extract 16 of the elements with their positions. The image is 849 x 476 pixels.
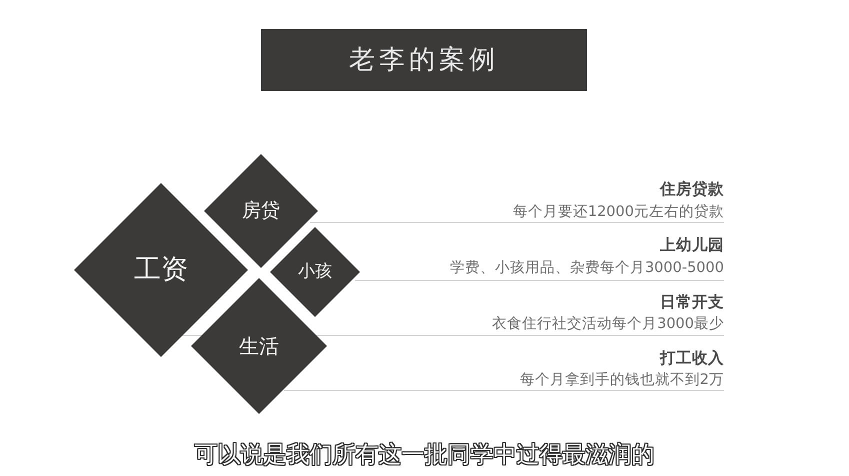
title-banner: 老李的案例 [261, 29, 587, 91]
diamond-label: 生活 [239, 335, 279, 357]
item-heading: 上幼儿园 [660, 236, 724, 254]
item-heading: 打工收入 [660, 348, 724, 368]
item-heading: 日常开支 [660, 292, 724, 312]
diamond-label: 工资 [134, 255, 188, 285]
diamond-label: 房贷 [242, 200, 280, 222]
item-description: 衣食住行社交活动每个月3000最少 [492, 316, 724, 332]
item-description: 每个月要还12000元左右的贷款 [512, 204, 724, 220]
item-description: 每个月拿到手的钱也就不到2万 [520, 372, 724, 388]
diamond [270, 227, 360, 317]
diamond [191, 278, 327, 414]
diamond-label: 小孩 [298, 262, 332, 282]
item-description: 学费、小孩用品、杂费每个月3000-5000 [450, 260, 724, 276]
subtitle-text: 可以说是我们所有这一批同学中过得最滋润的 [194, 442, 654, 468]
item-heading: 住房贷款 [660, 180, 724, 198]
